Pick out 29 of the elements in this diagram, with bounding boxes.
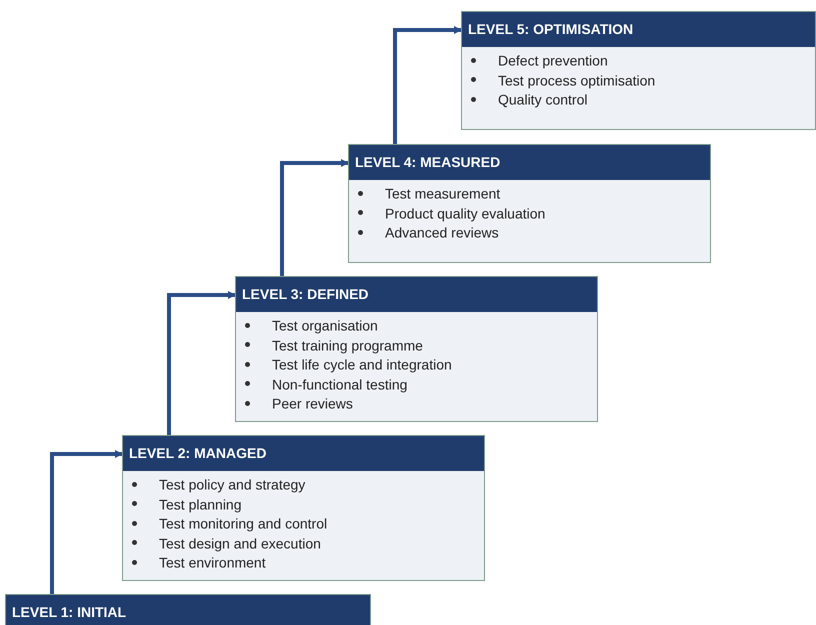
list-item: Quality control bbox=[498, 91, 588, 108]
level-card bbox=[348, 144, 711, 263]
list-item: Test policy and strategy bbox=[159, 476, 306, 492]
arrow bbox=[280, 159, 349, 276]
arrow bbox=[50, 450, 123, 594]
list-item: Test design and execution bbox=[159, 534, 321, 551]
list-item: Test planning bbox=[159, 496, 242, 512]
list-item: Test training programme bbox=[272, 336, 423, 353]
list-item: Defect prevention bbox=[498, 52, 608, 68]
level-card bbox=[461, 11, 816, 130]
list-item: Product quality evaluation bbox=[385, 204, 546, 221]
level-heading: LEVEL 4: MEASURED bbox=[349, 145, 710, 180]
list-item: Test process optimisation bbox=[498, 72, 656, 88]
list-item: Test monitoring and control bbox=[159, 515, 328, 532]
list-item: Peer reviews bbox=[272, 395, 353, 412]
list-item: Non-functional testing bbox=[272, 376, 408, 392]
arrow bbox=[393, 26, 462, 144]
arrow bbox=[167, 291, 236, 435]
level-heading: LEVEL 1: INITIAL bbox=[6, 595, 370, 625]
level-heading: LEVEL 2: MANAGED bbox=[123, 436, 484, 471]
list-item: Test environment bbox=[159, 554, 266, 570]
list-item: Advanced reviews bbox=[385, 224, 499, 240]
list-item: Test life cycle and integration bbox=[272, 356, 452, 372]
level-card bbox=[235, 276, 598, 422]
level-heading: LEVEL 5: OPTIMISATION bbox=[462, 12, 815, 47]
level-card bbox=[122, 435, 485, 581]
list-item: Test organisation bbox=[272, 317, 378, 334]
level-heading: LEVEL 3: DEFINED bbox=[236, 277, 597, 312]
list-item: Test measurement bbox=[385, 185, 500, 202]
